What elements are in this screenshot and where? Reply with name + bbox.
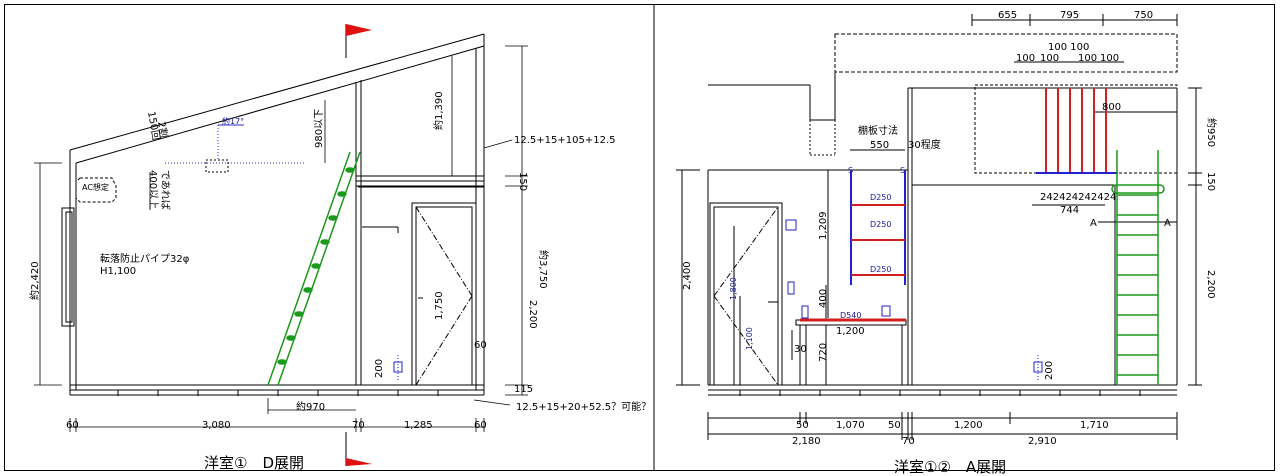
dim-2400: 2,400 (682, 261, 693, 290)
label-s-right: S (900, 166, 905, 175)
dim-approx-2420: 約2,420 (28, 261, 41, 300)
section-a-right: A (1164, 218, 1171, 229)
dim-150-right: 150 (1205, 172, 1216, 191)
dim-800: 800 (1102, 102, 1121, 113)
dim-100-100: 100 100 (1048, 42, 1089, 53)
note-980: 980以下 (314, 109, 325, 148)
dim-2200-right: 2,200 (1205, 270, 1216, 299)
note-400: 400以上 (147, 170, 159, 209)
dim-desk-1200: 1,200 (836, 326, 865, 337)
ladder-right (1111, 150, 1165, 385)
dim-b-50b: 50 (888, 420, 901, 431)
dim-795: 795 (1060, 10, 1079, 21)
left-dimension-lines (34, 45, 528, 432)
outlets-right (785, 219, 1043, 382)
right-labels: 655 795 750 100 100 100 100 100 100 800 … (682, 10, 1218, 476)
label-d250-a: D250 (870, 193, 891, 202)
dim-150: 150 (517, 172, 528, 191)
left-labels: 60 3,080 70 1,285 60 約970 約2,420 約3,750 … (28, 91, 651, 472)
flag-top-left (345, 24, 372, 58)
note-wall-bottom: 12.5+15+20+52.5？可能？ (516, 400, 651, 413)
dim-30: 30 (794, 344, 807, 355)
sheet-border (4, 4, 1275, 471)
title-right: 洋室①② A展開 (894, 458, 1006, 476)
dim-115: 115 (514, 384, 533, 395)
label-d250-b: D250 (870, 220, 891, 229)
dim-30-approx: 30程度 (908, 138, 941, 151)
dim-720: 720 (818, 343, 829, 362)
dim-approx-3750: 約3,750 (537, 250, 550, 289)
dim-550: 550 (870, 140, 889, 151)
note-wall-top: 12.5+15+105+12.5 (514, 135, 615, 146)
dim-100-c: 100 (1078, 53, 1097, 64)
angle-17: 約17° (222, 116, 244, 126)
dim-door-1750: 1,750 (434, 291, 445, 320)
slope-150: 150回 (145, 110, 162, 141)
note-pipe-height: H1,100 (100, 266, 136, 277)
label-s-left: S (848, 166, 853, 175)
dim-60-b: 60 (474, 420, 487, 431)
dim-2200: 2,200 (527, 300, 538, 329)
dim-b-70: 70 (902, 436, 915, 447)
dim-100-b: 100 (1040, 53, 1059, 64)
dim-door-1100: 1,100 (745, 327, 754, 350)
dim-3080: 3,080 (202, 420, 231, 431)
dim-200-left: 200 (374, 359, 385, 378)
dim-750: 750 (1134, 10, 1153, 21)
right-elevation (676, 14, 1202, 440)
shelf-unit (800, 170, 906, 322)
dim-60-a: 60 (66, 420, 79, 431)
dim-1285: 1,285 (404, 420, 433, 431)
dim-approx-950: 約950 (1205, 118, 1218, 147)
dim-approx-1390: 約1,390 (432, 91, 445, 130)
label-d250-c: D250 (870, 265, 891, 274)
shelf-label: 棚板寸法 (858, 124, 898, 137)
dim-60-c: 60 (474, 340, 487, 351)
dim-door-1800: 1,800 (729, 277, 738, 300)
dim-70: 70 (352, 420, 365, 431)
note-if: であれば (159, 170, 171, 210)
dim-b-50: 50 (796, 420, 809, 431)
dim-approx-970: 約970 (296, 400, 325, 413)
left-elevation (61, 33, 485, 396)
left-floor-joists (117, 390, 439, 396)
note-pipe: 転落防止パイプ32φ (100, 252, 190, 265)
dim-655: 655 (998, 10, 1017, 21)
dim-100-d: 100 (1100, 53, 1119, 64)
section-a-left: A (1090, 218, 1097, 229)
dim-1209: 1,209 (818, 211, 829, 240)
dim-b-2180: 2,180 (792, 436, 821, 447)
dim-b-1070: 1,070 (836, 420, 865, 431)
dim-100-a: 100 (1016, 53, 1035, 64)
rail-bars (1036, 88, 1118, 174)
dim-744: 744 (1060, 205, 1079, 216)
slope-note: 2割 (155, 120, 171, 138)
dim-b-1710: 1,710 (1080, 420, 1109, 431)
rail-spacing: 242424242424 (1040, 192, 1116, 203)
ladder-left (267, 151, 361, 386)
outlet-left (393, 355, 403, 380)
note-ac: AC想定 (82, 182, 109, 192)
dim-400: 400 (818, 289, 829, 308)
dim-b-1200: 1,200 (954, 420, 983, 431)
dim-b-2910: 2,910 (1028, 436, 1057, 447)
label-d540: D540 (840, 311, 861, 320)
flag-bottom-left (345, 432, 372, 466)
right-floor-joists (739, 390, 1141, 396)
title-left: 洋室① D展開 (204, 454, 304, 472)
dim-200-right: 200 (1044, 361, 1055, 380)
